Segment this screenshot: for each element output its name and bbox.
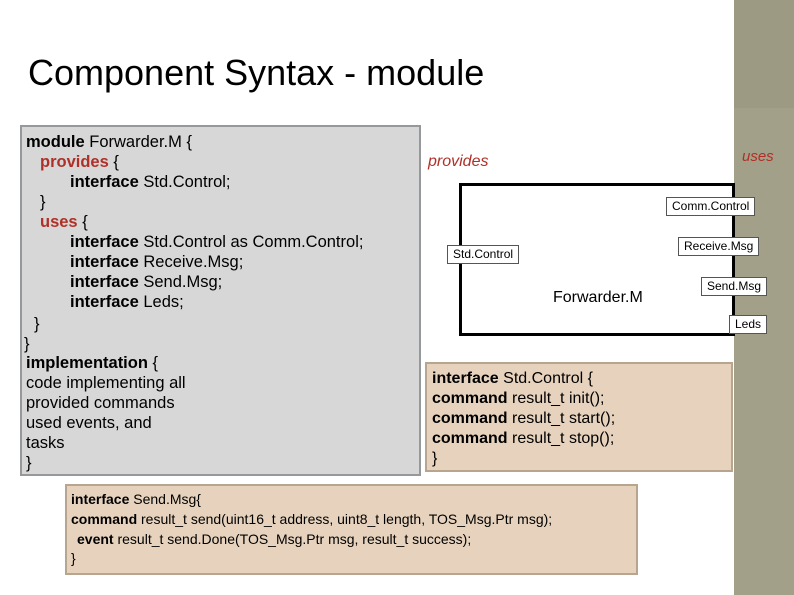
code-line: uses { <box>40 212 88 232</box>
code-line: command result_t send(uint16_t address, … <box>71 510 552 530</box>
code-text: Std.Control; <box>138 173 231 191</box>
code-line: command result_t start(); <box>432 409 615 429</box>
code-keyword: command <box>71 511 138 527</box>
code-keyword: interface <box>70 293 139 311</box>
code-keyword: interface <box>70 253 139 271</box>
code-keyword: uses <box>40 213 78 231</box>
code-line: interface Send.Msg{ <box>71 490 201 510</box>
code-line: interface Leds; <box>70 292 184 312</box>
code-text: provided commands <box>26 394 175 412</box>
code-keyword: command <box>432 410 508 427</box>
code-text: { <box>147 354 159 372</box>
code-keyword: interface <box>70 273 139 291</box>
code-text: Receive.Msg; <box>138 253 244 271</box>
code-text: } <box>40 193 46 211</box>
code-text: } <box>71 550 76 566</box>
code-keyword: interface <box>70 173 139 191</box>
code-text: code implementing all <box>26 374 186 392</box>
code-line: } <box>26 453 32 473</box>
code-line: interface Std.Control { <box>432 369 593 389</box>
code-line: interface Send.Msg; <box>70 272 222 292</box>
used-interface-tag: Send.Msg <box>701 277 768 296</box>
code-line: command result_t init(); <box>432 389 605 409</box>
code-line: } <box>24 334 30 354</box>
code-text: result_t init(); <box>507 390 605 407</box>
used-interface-tag: Receive.Msg <box>678 237 760 256</box>
code-text: result_t stop(); <box>507 430 615 447</box>
code-line: } <box>71 549 76 569</box>
code-text: Std.Control { <box>498 370 593 387</box>
code-text: } <box>34 315 40 333</box>
slide-title: Component Syntax - module <box>28 52 485 93</box>
code-line: } <box>432 449 437 469</box>
code-keyword: interface <box>71 491 130 507</box>
code-text: Send.Msg; <box>138 273 223 291</box>
sendmsg-interface-box: interface Send.Msg{ command result_t sen… <box>65 484 638 575</box>
code-text: result_t send.Done(TOS_Msg.Ptr msg, resu… <box>113 531 472 547</box>
module-code-block: module Forwarder.M { provides { interfac… <box>20 125 421 476</box>
code-keyword: implementation <box>26 354 148 372</box>
uses-label: uses <box>742 148 774 165</box>
code-line: } <box>40 192 46 212</box>
code-line: command result_t stop(); <box>432 429 614 449</box>
code-text: Send.Msg{ <box>129 491 201 507</box>
code-line: interface Std.Control; <box>70 172 231 192</box>
code-line: provides { <box>40 152 119 172</box>
decorative-sidebar-band <box>734 0 794 108</box>
stdcontrol-interface-box: interface Std.Control { command result_t… <box>425 362 733 472</box>
code-line: code implementing all <box>26 373 186 393</box>
code-keyword: event <box>77 531 114 547</box>
code-line: provided commands <box>26 393 175 413</box>
code-text: { <box>77 213 88 231</box>
code-text: Std.Control as Comm.Control; <box>138 233 364 251</box>
code-keyword: module <box>26 133 85 151</box>
code-text: used events, and <box>26 414 152 432</box>
code-text: } <box>432 450 438 467</box>
code-text: Forwarder.M { <box>84 133 192 151</box>
code-line: } <box>34 314 40 334</box>
code-text: { <box>108 153 119 171</box>
used-interface-tag: Leds <box>729 315 768 334</box>
code-keyword: command <box>432 430 508 447</box>
code-line: implementation { <box>26 353 158 373</box>
code-text: } <box>26 454 32 472</box>
code-text: result_t start(); <box>507 410 616 427</box>
provides-label: provides <box>428 153 489 170</box>
code-line: module Forwarder.M { <box>26 132 192 152</box>
used-interface-tag: Comm.Control <box>666 197 756 216</box>
code-keyword: command <box>432 390 508 407</box>
code-line: event result_t send.Done(TOS_Msg.Ptr msg… <box>77 530 471 550</box>
code-line: used events, and <box>26 413 152 433</box>
code-text: } <box>24 335 30 353</box>
code-line: interface Std.Control as Comm.Control; <box>70 232 363 252</box>
provided-interface-tag: Std.Control <box>447 245 520 264</box>
code-text: tasks <box>26 434 65 452</box>
code-keyword: interface <box>432 370 499 387</box>
code-line: tasks <box>26 433 65 453</box>
code-text: Leds; <box>138 293 184 311</box>
code-keyword: provides <box>40 153 109 171</box>
module-name: Forwarder.M <box>553 289 643 306</box>
code-keyword: interface <box>70 233 139 251</box>
code-line: interface Receive.Msg; <box>70 252 243 272</box>
code-text: result_t send(uint16_t address, uint8_t … <box>137 511 553 527</box>
